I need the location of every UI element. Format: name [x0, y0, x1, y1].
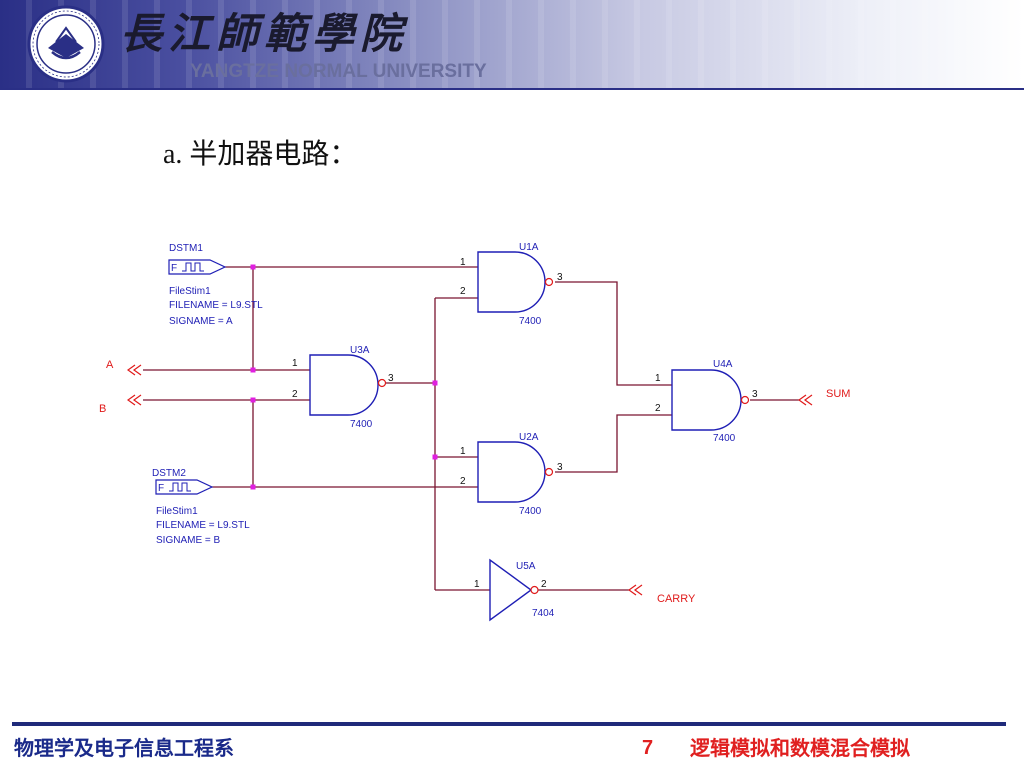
gate-ref: U4A — [713, 359, 733, 370]
stimulus-signame: SIGNAME = B — [156, 535, 221, 546]
pin-label: 1 — [460, 446, 466, 457]
inverter-bubble — [740, 395, 750, 405]
pulse-waveform-icon — [169, 482, 191, 492]
gate-part: 7400 — [350, 419, 373, 430]
junctions — [250, 264, 438, 490]
stimulus-symbol-letter: F — [171, 263, 177, 274]
inverter-bubble — [530, 585, 539, 595]
gate-ref: U5A — [516, 561, 536, 572]
stimulus-symbol-letter: F — [158, 483, 164, 494]
pin-label: 2 — [655, 403, 661, 414]
footer-department: 物理学及电子信息工程系 — [14, 736, 234, 760]
stimulus-signame: SIGNAME = A — [169, 316, 233, 327]
wire-a-net — [143, 266, 478, 371]
pin-label: 3 — [388, 373, 394, 384]
stimulus-model: FileStim1 — [156, 506, 198, 517]
gate-u5a: U5A 7404 1 2 — [474, 558, 555, 622]
pin-label: 1 — [655, 373, 661, 384]
ports — [126, 364, 813, 596]
pin-label: 2 — [541, 579, 547, 590]
gate-part: 7400 — [519, 316, 542, 327]
stimulus-ref: DSTM2 — [152, 468, 186, 479]
inverter-bubble — [377, 378, 387, 388]
footer-rule — [12, 722, 1006, 726]
gate-u1a: U1A 7400 1 2 3 — [460, 242, 563, 327]
port-b-arrow-icon — [126, 394, 142, 406]
junction-dot — [432, 454, 438, 460]
gate-ref: U3A — [350, 345, 370, 356]
gate-part: 7404 — [532, 608, 555, 619]
junction-dot — [432, 380, 438, 386]
port-a-arrow-icon — [126, 364, 142, 376]
gate-ref: U2A — [519, 432, 539, 443]
pin-label: 1 — [292, 358, 298, 369]
port-sum-label: SUM — [826, 388, 850, 400]
pin-label: 2 — [460, 476, 466, 487]
half-adder-schematic: F DSTM1 FileStim1 FILENAME = L9.STL SIGN… — [99, 242, 850, 622]
footer-chapter-title: 逻辑模拟和数模混合模拟 — [690, 736, 910, 760]
pin-label: 3 — [557, 272, 563, 283]
nand-gate-body — [477, 441, 546, 503]
stimulus-symbol — [168, 259, 227, 275]
gate-u4a: U4A 7400 1 2 3 — [655, 359, 758, 444]
nand-gate-body — [671, 369, 742, 431]
wire-nand-net — [385, 297, 490, 591]
wire-u1-to-u4 — [555, 281, 672, 386]
school-name: 長江師範學院 — [120, 9, 409, 58]
pulse-waveform-icon — [182, 262, 204, 272]
inverter-bubble — [544, 467, 554, 477]
wires — [143, 266, 800, 591]
inverter-gate-body — [489, 558, 533, 622]
stimulus-model: FileStim1 — [169, 286, 211, 297]
pin-label: 2 — [292, 389, 298, 400]
university-emblem-icon — [27, 5, 105, 83]
header-stripes — [0, 0, 1024, 88]
stimulus-filename: FILENAME = L9.STL — [169, 300, 263, 311]
stimulus-ref: DSTM1 — [169, 243, 203, 254]
stimulus-dstm2: F DSTM2 FileStim1 FILENAME = L9.STL SIGN… — [152, 468, 250, 546]
gate-u2a: U2A 7400 1 2 3 — [460, 432, 563, 517]
nand-gate-body — [477, 251, 546, 313]
port-carry-arrow-icon — [627, 584, 643, 596]
header-banner: 長江師範學院 YANGTZE NORMAL UNIVERSITY — [0, 0, 1024, 88]
footer-page-number: 7 — [642, 737, 654, 759]
nand-gate-body — [309, 354, 379, 416]
stimulus-dstm1: F DSTM1 FileStim1 FILENAME = L9.STL SIGN… — [168, 243, 263, 327]
wire-u2-to-u4 — [555, 414, 672, 473]
port-b-label: B — [99, 403, 106, 415]
junction-dot — [250, 397, 256, 403]
gate-part: 7400 — [713, 433, 736, 444]
wire-b-net — [143, 399, 478, 488]
pin-label: 3 — [557, 462, 563, 473]
gate-u3a: U3A 7400 1 2 3 — [292, 345, 394, 430]
school-name-english: YANGTZE NORMAL UNIVERSITY — [190, 61, 487, 82]
port-a-label: A — [106, 359, 114, 371]
pin-label: 1 — [474, 579, 480, 590]
port-carry-label: CARRY — [657, 593, 696, 605]
port-sum-arrow-icon — [797, 394, 813, 406]
gate-part: 7400 — [519, 506, 542, 517]
slide-title: a. 半加器电路： — [163, 139, 358, 170]
junction-dot — [250, 484, 256, 490]
pin-label: 1 — [460, 257, 466, 268]
junction-dot — [250, 367, 256, 373]
inverter-bubble — [544, 277, 554, 287]
gate-ref: U1A — [519, 242, 539, 253]
stimulus-symbol — [155, 479, 214, 495]
junction-dot — [250, 264, 256, 270]
pin-label: 2 — [460, 286, 466, 297]
pin-label: 3 — [752, 389, 758, 400]
stimulus-filename: FILENAME = L9.STL — [156, 520, 250, 531]
header-rule — [0, 88, 1024, 90]
